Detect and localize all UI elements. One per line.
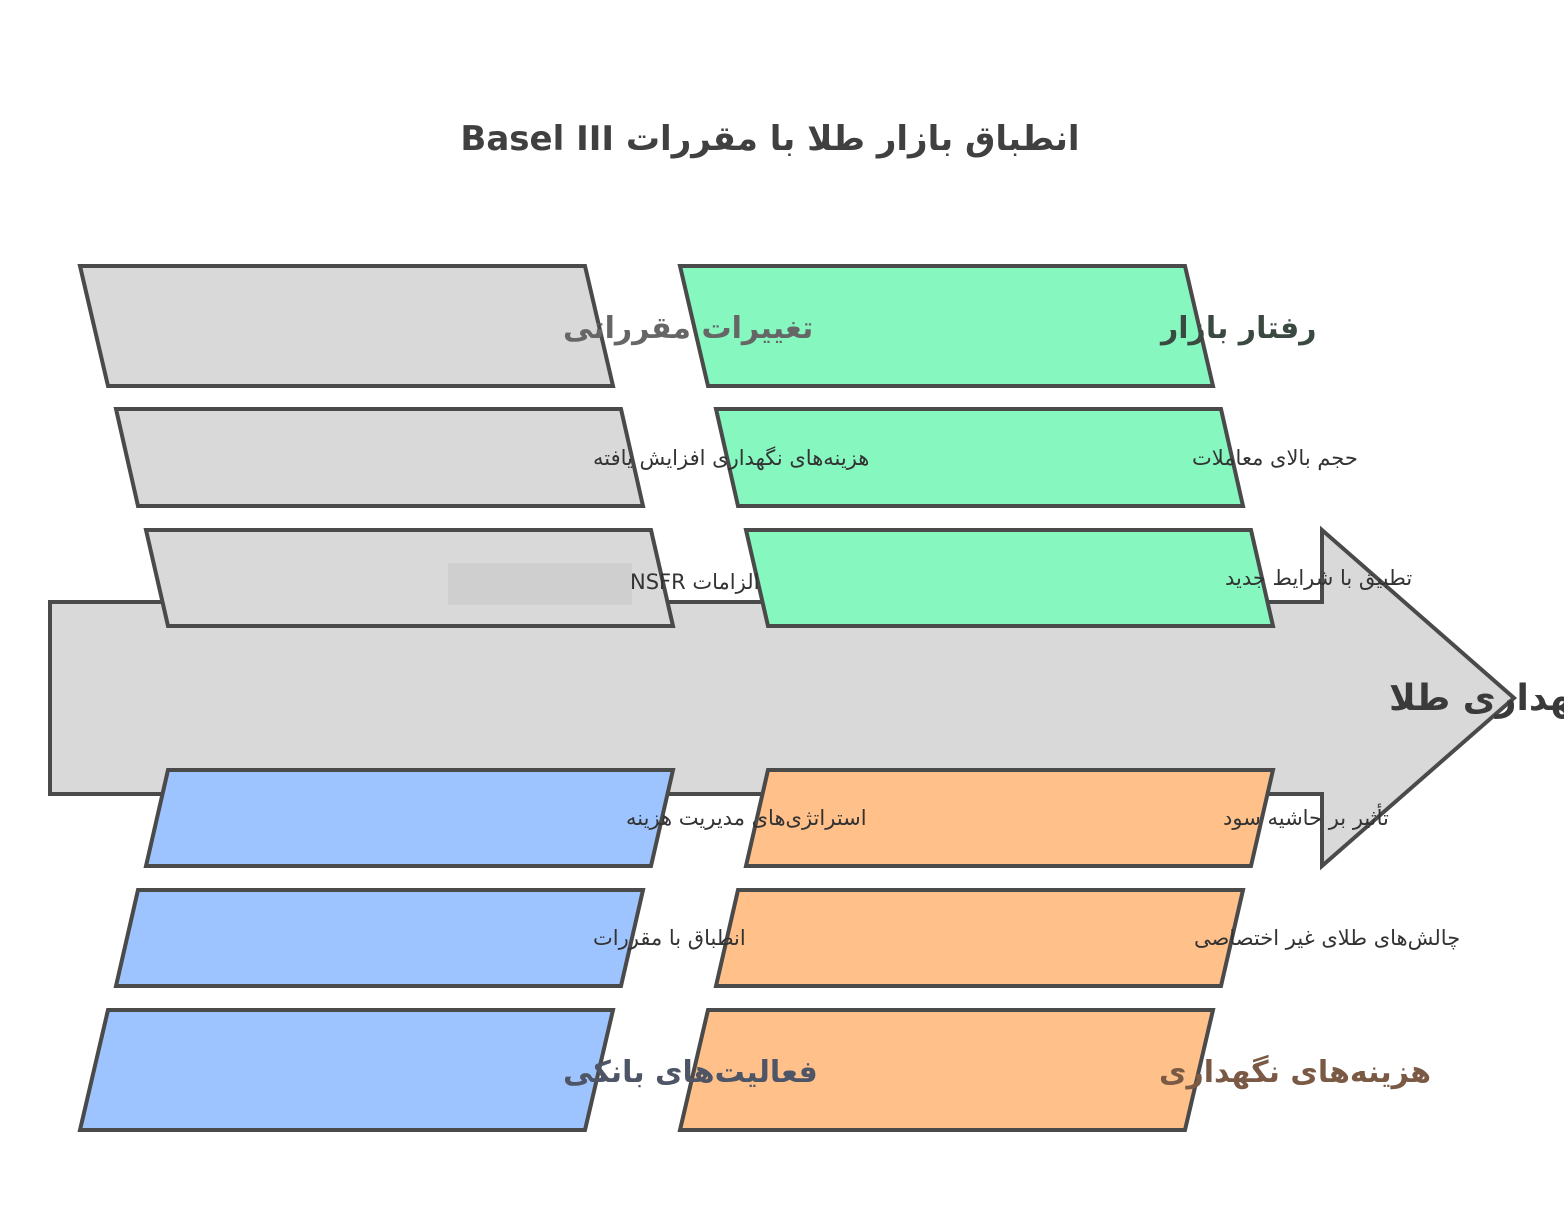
regulatory-heading: تغییرات مقرراتی [563, 311, 813, 346]
market-item-box-2 [743, 528, 1276, 628]
banking-item-box-2 [113, 888, 646, 988]
storage-item-2: چالش‌های طلای غیر اختصاصی [1194, 926, 1460, 950]
market-item-1: حجم بالای معاملات [1192, 446, 1358, 471]
diagram-title: انطباق بازار طلا با مقررات Basel III [460, 119, 1079, 159]
storage-heading-box [677, 1008, 1216, 1132]
storage-item-1: تأثیر بر حاشیه سود [1223, 803, 1389, 830]
banking-heading: فعالیت‌های بانکی [563, 1055, 818, 1090]
market-item-box-1 [713, 407, 1246, 508]
regulatory-item-2: الزامات NSFR [630, 570, 759, 594]
effect-label: افزایش هزینه‌های نگهداری طلا [1389, 677, 1564, 719]
market-heading-box [677, 264, 1216, 388]
banking-item-box-1 [143, 768, 676, 868]
storage-heading: هزینه‌های نگهداری [1159, 1054, 1431, 1090]
regulatory-heading-box [77, 264, 616, 388]
storage-item-box-2 [713, 888, 1246, 988]
banking-item-2: انطباق با مقررات [593, 926, 746, 950]
storage-item-box-1 [743, 768, 1276, 868]
market-item-2: تطبیق با شرایط جدید [1225, 566, 1412, 590]
regulatory-item-1: هزینه‌های نگهداری افزایش یافته [593, 446, 869, 470]
nsfr-label-highlight [448, 563, 632, 605]
banking-item-1: استراتژی‌های مدیریت هزینه [626, 806, 867, 830]
regulatory-item-box-1 [113, 407, 646, 508]
market-heading: رفتار بازار [1159, 311, 1317, 346]
banking-heading-box [77, 1008, 616, 1132]
